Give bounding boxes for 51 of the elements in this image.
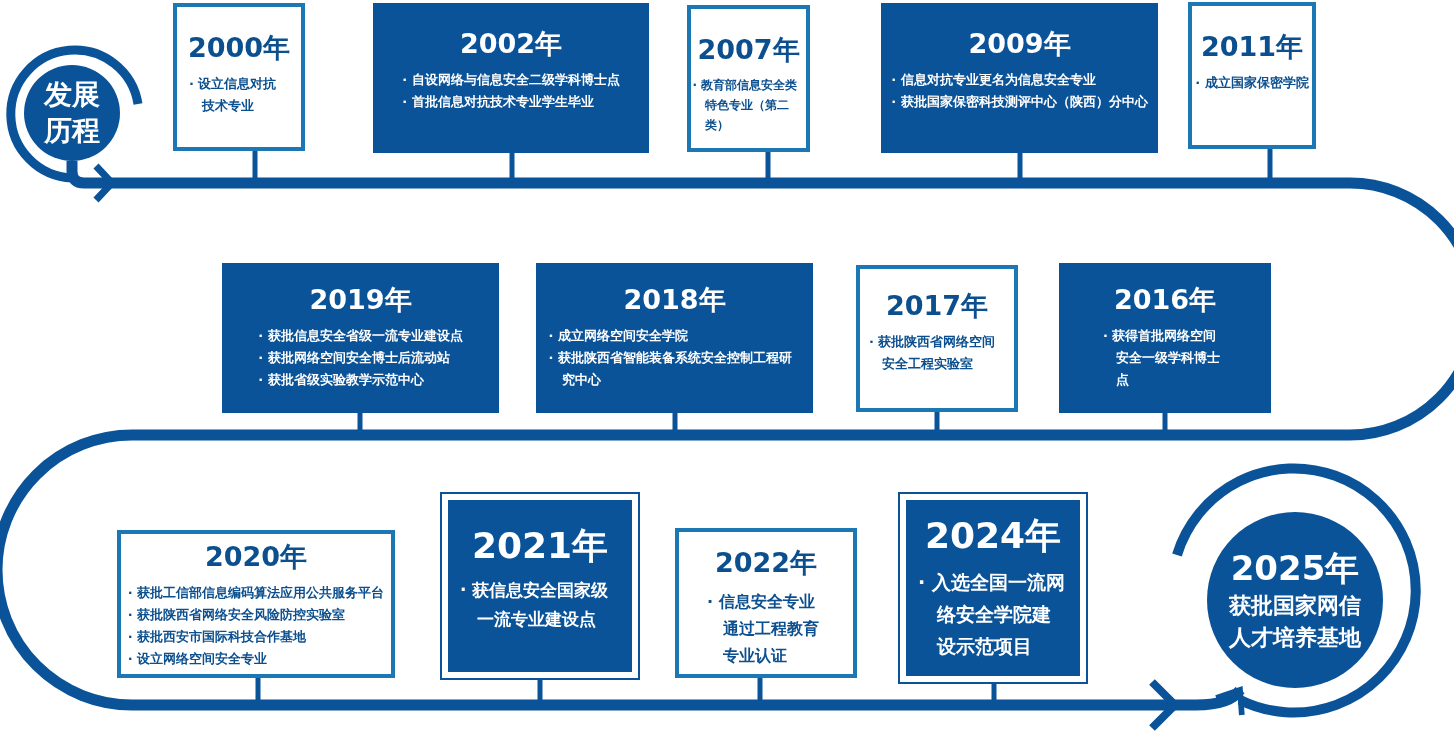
- card-frame: [898, 492, 1088, 684]
- year-heading: 2022年: [714, 546, 818, 580]
- event-card: [373, 3, 649, 153]
- bullet-item: · 获得首批网络空间安全一级学科博士点: [1103, 327, 1221, 389]
- year-heading: 2011年: [1200, 30, 1304, 64]
- year-heading: 2024年: [924, 514, 1062, 558]
- bullet-item: · 获批陕西省网络空间安全工程实验室: [869, 333, 997, 373]
- event-card: [856, 265, 1018, 412]
- bullet-item: · 设立信息对抗技术专业: [189, 75, 278, 115]
- bullet-item: · 获批信息安全省级一流专业建设点: [258, 327, 463, 345]
- event-card: [117, 530, 395, 678]
- event-card: [536, 263, 813, 413]
- year-heading: 2025年: [1230, 547, 1360, 590]
- title-text: 发展历程: [42, 77, 101, 149]
- bullet-item: · 获批工信部信息编码算法应用公共服务平台: [127, 584, 385, 602]
- title-circle: [24, 65, 120, 161]
- event-card: [1059, 263, 1271, 413]
- bullet-item: · 获批网络空间安全博士后流动站: [258, 349, 451, 367]
- bullet-item: · 获信息安全国家级一流专业建设点: [460, 579, 610, 631]
- bullet-item: · 获批国家保密科技测评中心（陕西）分中心: [891, 93, 1148, 111]
- bullet-item: · 信息安全专业通过工程教育专业认证: [707, 591, 820, 667]
- bullet-item: · 教育部信息安全类特色专业（第二类）: [692, 77, 799, 134]
- year-heading: 2019年: [309, 283, 412, 317]
- bullet-item: · 成立国家保密学院: [1195, 74, 1309, 92]
- year-heading: 2000年: [187, 31, 291, 65]
- year-heading: 2017年: [885, 289, 989, 323]
- bullet-item: · 入选全国一流网络安全学院建设示范项目: [918, 570, 1066, 659]
- bullet-item: · 获批陕西省网络安全风险防控实验室: [127, 606, 347, 624]
- bullet-item: · 获批省级实验教学示范中心: [258, 371, 425, 389]
- bullet-item: · 首批信息对抗技术专业学生毕业: [402, 93, 595, 111]
- year-heading: 2021年: [471, 524, 609, 568]
- event-card: [173, 3, 305, 151]
- bullet-item: · 信息对抗专业更名为信息安全专业: [891, 71, 1097, 89]
- year-heading: 2002年: [459, 27, 563, 61]
- year-heading: 2009年: [968, 27, 1071, 61]
- bullet-item: · 成立网络空间安全学院: [548, 327, 689, 345]
- event-card: [1188, 2, 1316, 149]
- bullet-item: · 获批西安市国际科技合作基地: [127, 628, 308, 646]
- event-card: [687, 5, 810, 152]
- year-heading: 2007年: [697, 33, 800, 67]
- year-heading: 2018年: [623, 283, 726, 317]
- bullet-item: · 设立网络空间安全专业: [127, 650, 269, 668]
- year-heading: 2020年: [204, 540, 308, 574]
- event-card: [222, 263, 499, 413]
- card-frame: [440, 492, 640, 680]
- event-card: [675, 528, 857, 678]
- year-heading: 2016年: [1113, 283, 1217, 317]
- milestone-text: 获批国家网信人才培养基地: [1228, 592, 1362, 652]
- event-card: [881, 3, 1158, 153]
- bullet-item: · 获批陕西省智能装备系统安全控制工程研究中心: [548, 349, 793, 389]
- bullet-item: · 自设网络与信息安全二级学科博士点: [402, 71, 620, 89]
